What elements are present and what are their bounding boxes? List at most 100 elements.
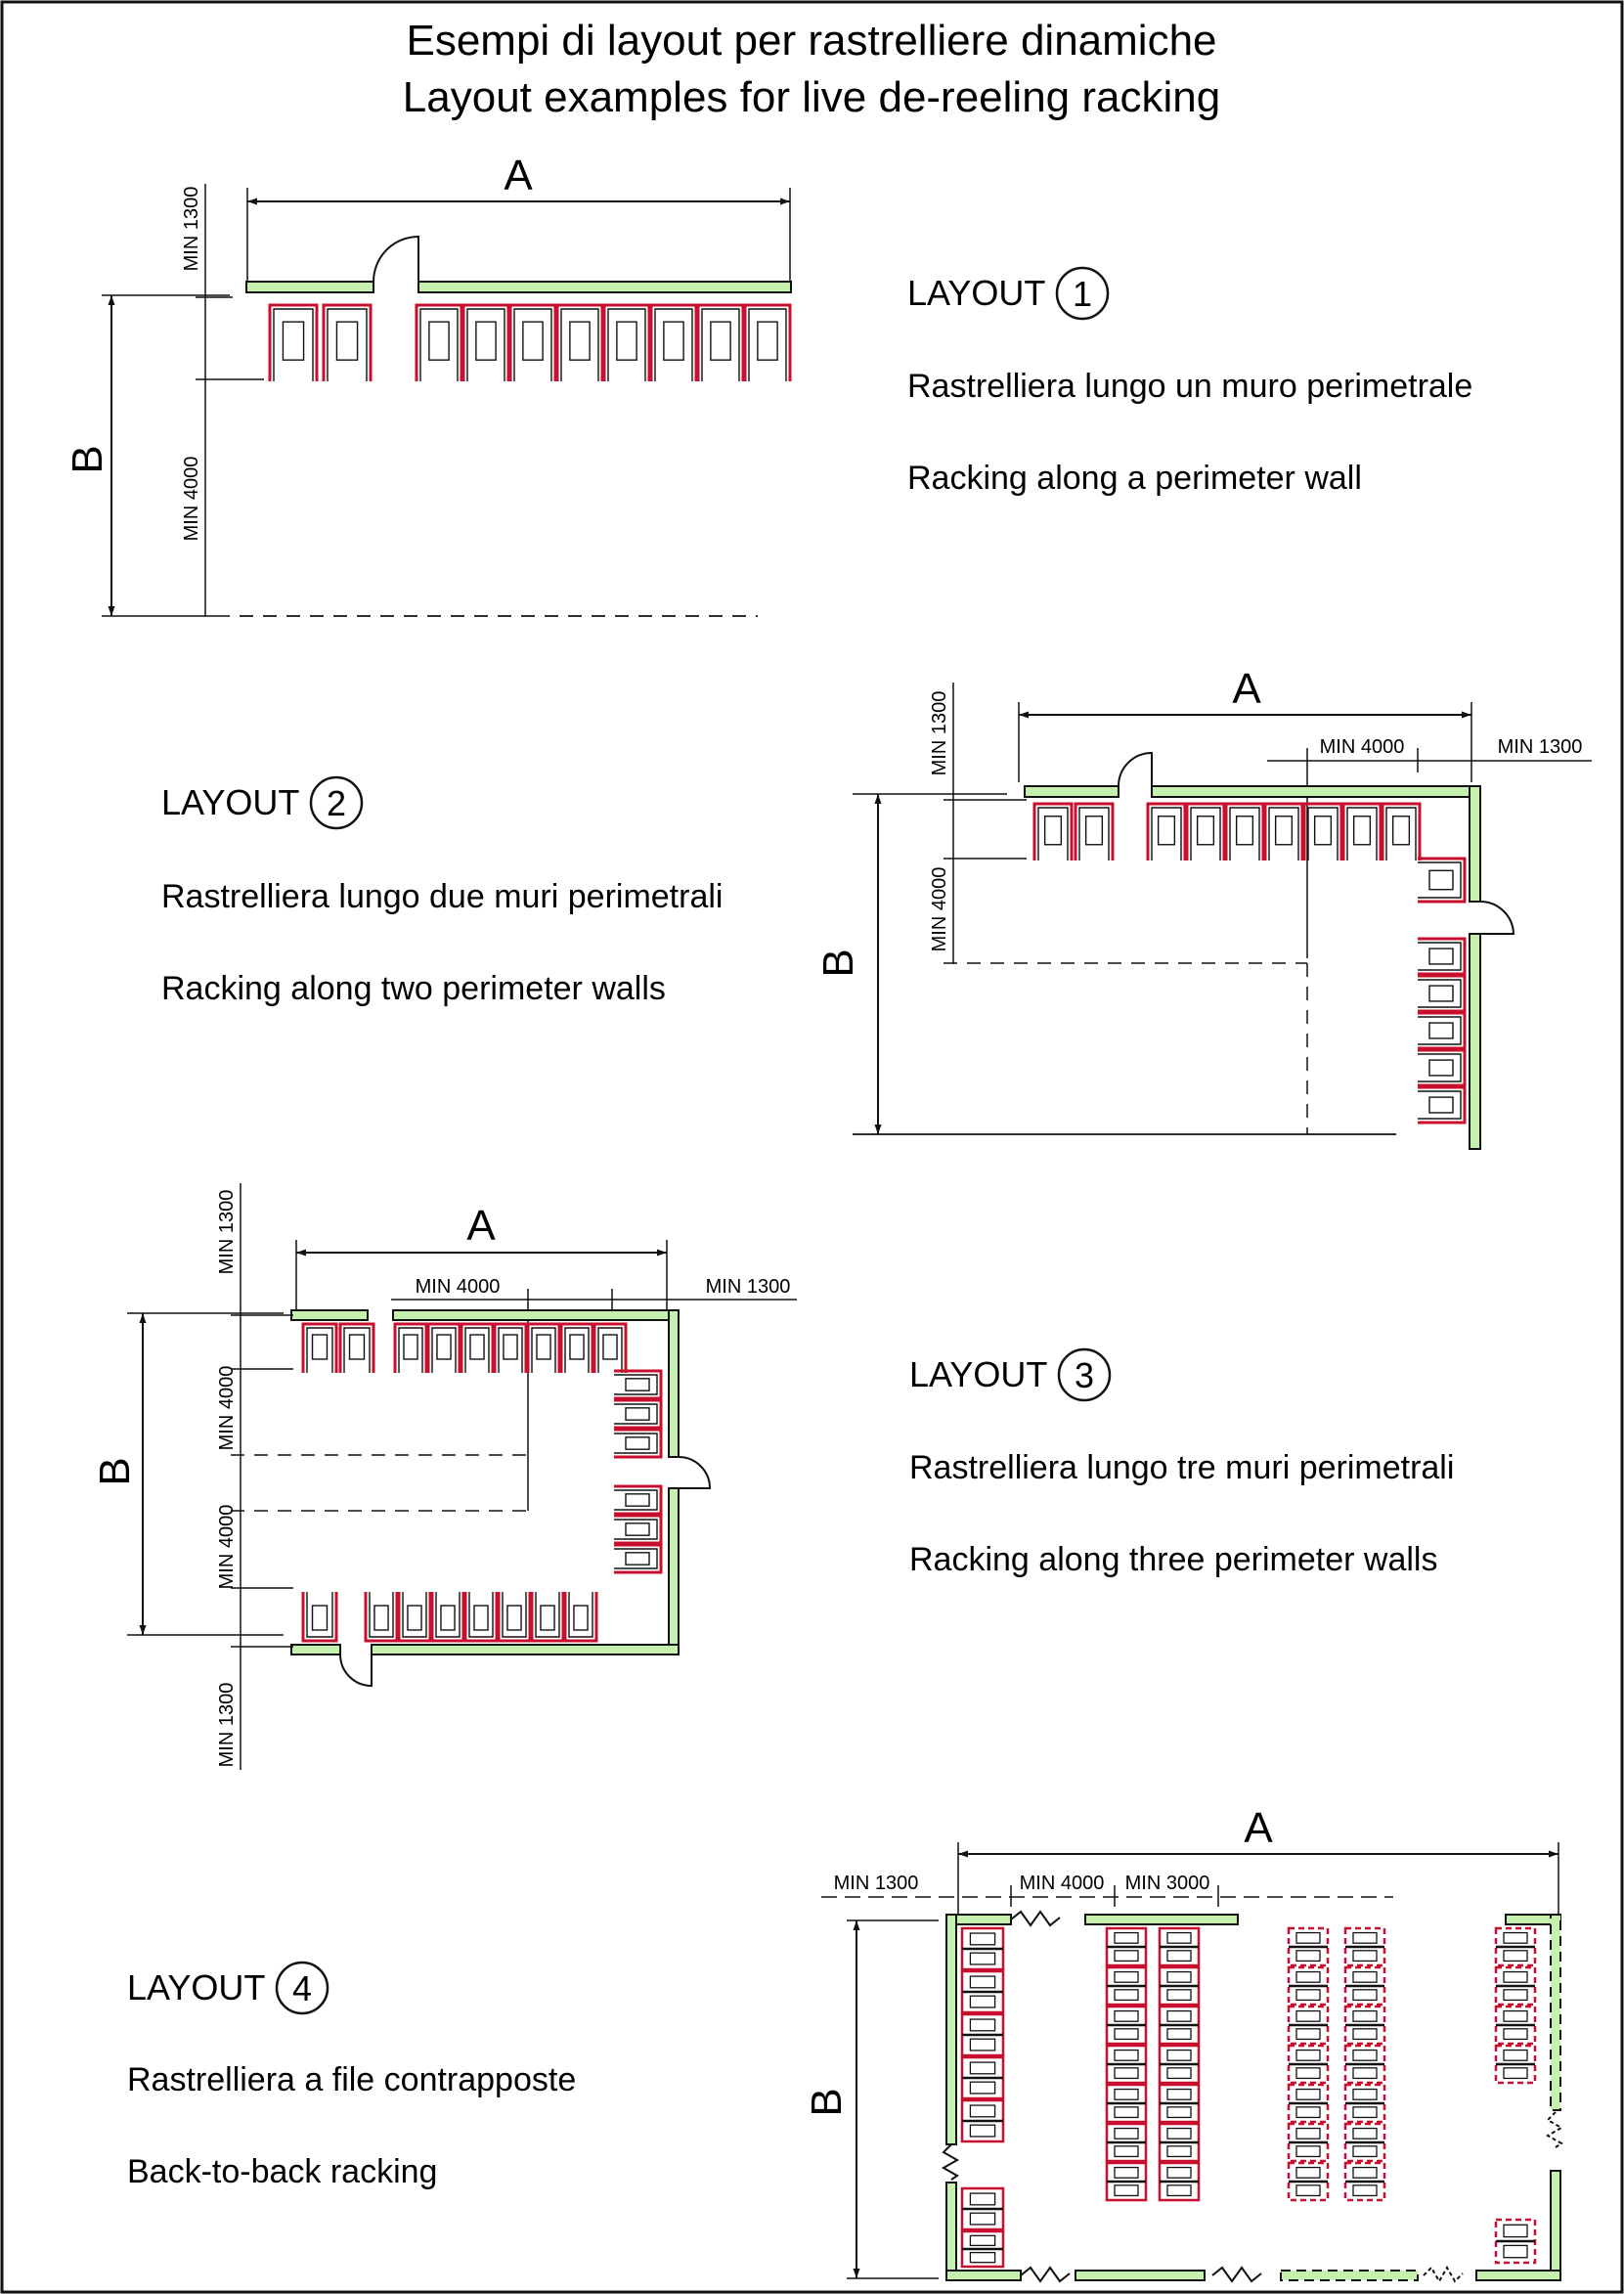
reel xyxy=(616,321,637,361)
reel xyxy=(536,1334,551,1360)
reel xyxy=(1114,1950,1139,1963)
rack-frame xyxy=(1418,857,1467,904)
perimeter-wall xyxy=(392,1309,680,1321)
dim-min-4000: MIN 4000 xyxy=(216,1366,238,1451)
break-mark xyxy=(941,2143,960,2181)
perimeter-wall xyxy=(371,1644,680,1655)
perimeter-wall xyxy=(1084,1914,1239,1925)
rack-unit xyxy=(1105,2083,1148,2124)
rack-frame xyxy=(614,1403,658,1425)
dim-min-4000: MIN 4000 xyxy=(929,867,950,952)
reel xyxy=(373,1605,389,1631)
rack-frame xyxy=(1185,802,1226,860)
door-swing xyxy=(373,235,419,283)
rack-unit xyxy=(1418,1011,1467,1050)
reel xyxy=(1428,985,1454,1002)
rack-unit xyxy=(614,1398,663,1430)
rack-frame xyxy=(1287,1926,1330,1967)
rack-frame xyxy=(397,1592,432,1643)
reel xyxy=(1295,2145,1321,2158)
reel xyxy=(1503,2049,1528,2061)
rack-unit xyxy=(614,1369,663,1400)
rack-frame xyxy=(1418,937,1467,976)
rack-unit xyxy=(415,303,463,381)
rack-frame xyxy=(1287,1965,1330,2007)
reel xyxy=(969,2018,996,2032)
reel xyxy=(1352,2106,1378,2119)
rack-unit xyxy=(614,1543,663,1574)
reel xyxy=(1295,2009,1321,2022)
rack-unit xyxy=(555,303,604,381)
layout-number: 3 xyxy=(1075,1355,1094,1395)
dim-min-1300: MIN 1300 xyxy=(1498,736,1583,758)
reel xyxy=(969,2212,996,2226)
reel xyxy=(1166,1931,1192,1944)
rack-frame xyxy=(1287,2044,1330,2085)
layout-number-circle xyxy=(275,1961,329,2015)
layout-number-circle xyxy=(1055,266,1110,321)
dim-b-label: B xyxy=(91,1457,139,1485)
reel xyxy=(540,1605,555,1631)
rack-frame xyxy=(614,1433,658,1454)
dim-b-label: B xyxy=(64,445,111,473)
rack-unit xyxy=(508,303,557,381)
rack-unit xyxy=(960,2055,1005,2100)
reel xyxy=(625,1493,650,1507)
rack-unit xyxy=(960,1926,1005,1971)
rack-unit xyxy=(1105,1926,1148,1967)
rack-unit xyxy=(1343,2161,1386,2202)
perimeter-wall xyxy=(1469,785,1481,903)
rack-frame xyxy=(1343,2005,1386,2046)
rack-frame xyxy=(748,308,787,381)
reel xyxy=(473,1605,489,1631)
rack-frame xyxy=(568,1592,593,1638)
rack-unit xyxy=(1158,1926,1201,1967)
door-swing xyxy=(1118,751,1153,787)
rack-unit xyxy=(1105,1965,1148,2007)
reel xyxy=(407,1605,422,1631)
reel xyxy=(663,321,684,361)
reel xyxy=(1295,1989,1321,2002)
rack-frame xyxy=(466,308,505,381)
rack-frame xyxy=(460,1322,495,1373)
reel xyxy=(1084,816,1104,846)
layout-heading: LAYOUT xyxy=(907,273,1045,313)
rack-frame xyxy=(1418,979,1462,1008)
reel xyxy=(1503,2244,1528,2259)
rack-unit xyxy=(1287,2083,1330,2124)
reel xyxy=(1114,2067,1139,2080)
rack-frame xyxy=(464,1327,490,1373)
rack-unit xyxy=(1158,2122,1201,2163)
perimeter-wall xyxy=(1075,2270,1206,2281)
rack-frame xyxy=(1381,802,1422,860)
layout-1-caption: LAYOUT 1 Rastrelliera lungo un muro peri… xyxy=(907,266,1472,497)
title-italian: Esempi di layout per rastrelliere dinami… xyxy=(406,17,1216,65)
reel xyxy=(1428,1096,1454,1114)
door-swing xyxy=(339,1654,373,1688)
rack-unit xyxy=(463,1592,499,1643)
rack-unit xyxy=(960,1969,1005,2014)
reel xyxy=(1503,2067,1528,2080)
layout-2-caption: LAYOUT 2 Rastrelliera lungo due muri per… xyxy=(161,775,723,1007)
reel xyxy=(311,1334,329,1360)
reel xyxy=(1114,2088,1139,2100)
rack-row xyxy=(268,303,792,381)
reel xyxy=(969,1995,996,2008)
rack-frame xyxy=(526,1322,561,1373)
rack-unit xyxy=(301,1592,338,1643)
perimeter-wall xyxy=(1024,785,1119,798)
rack-unit xyxy=(1105,2005,1148,2046)
reel xyxy=(1503,1950,1528,1963)
layout-4-caption: LAYOUT 4 Rastrelliera a file contrappost… xyxy=(127,1961,576,2190)
rack-frame xyxy=(614,1489,658,1511)
reel xyxy=(625,1407,650,1421)
rack-unit xyxy=(1287,2161,1330,2202)
rack-frame xyxy=(461,303,510,381)
reel xyxy=(1295,2106,1321,2119)
dim-min-1300: MIN 1300 xyxy=(706,1276,791,1298)
rack-frame xyxy=(614,1369,663,1400)
dim-min-4000: MIN 4000 xyxy=(1020,1873,1105,1894)
layout-heading: LAYOUT xyxy=(161,782,299,822)
rack-frame xyxy=(555,303,604,381)
reel xyxy=(1166,2049,1192,2061)
